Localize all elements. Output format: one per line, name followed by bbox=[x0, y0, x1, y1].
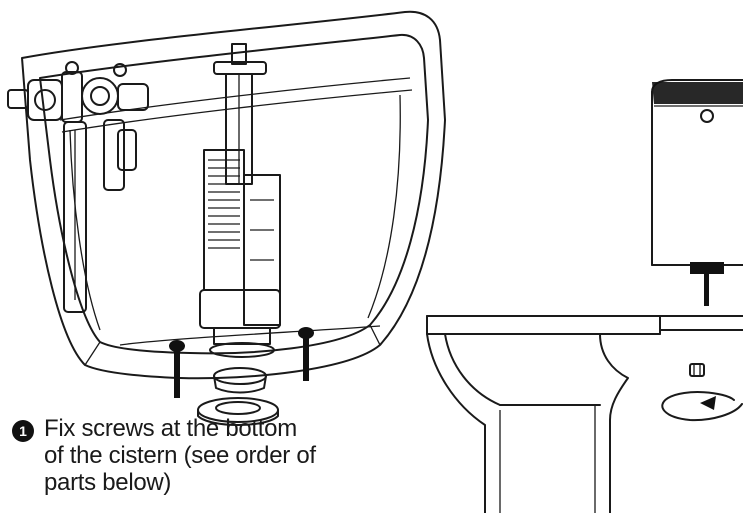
cistern-outer-wall bbox=[21, 10, 446, 380]
cistern-inner-rim bbox=[39, 33, 429, 355]
rotation-arrow-icon bbox=[661, 391, 743, 422]
toilet-pan bbox=[426, 315, 743, 513]
numbered-circle-icon: 1 bbox=[12, 420, 34, 442]
instruction-caption: 1 Fix screws at the bottom of the cister… bbox=[12, 415, 432, 497]
instruction-line-2: of the cistern (see order of bbox=[44, 441, 316, 469]
instruction-line-1: Fix screws at the bottom bbox=[44, 415, 297, 442]
cistern-side-view bbox=[651, 79, 743, 306]
right-screw bbox=[298, 327, 314, 381]
instruction-line-3: parts below) bbox=[44, 468, 172, 496]
instruction-text: Fix screws at the bottom of the cistern … bbox=[44, 415, 316, 497]
step-number: 1 bbox=[19, 423, 27, 439]
left-screw bbox=[169, 340, 185, 398]
toilet-illustration bbox=[426, 79, 743, 513]
fixing-bracket bbox=[689, 363, 705, 377]
cistern-illustration bbox=[7, 10, 446, 426]
seal-washer bbox=[197, 397, 279, 426]
float-ribs bbox=[208, 159, 240, 249]
flush-valve bbox=[199, 43, 281, 358]
fill-valve bbox=[7, 61, 149, 313]
outlet-nut bbox=[213, 367, 267, 394]
